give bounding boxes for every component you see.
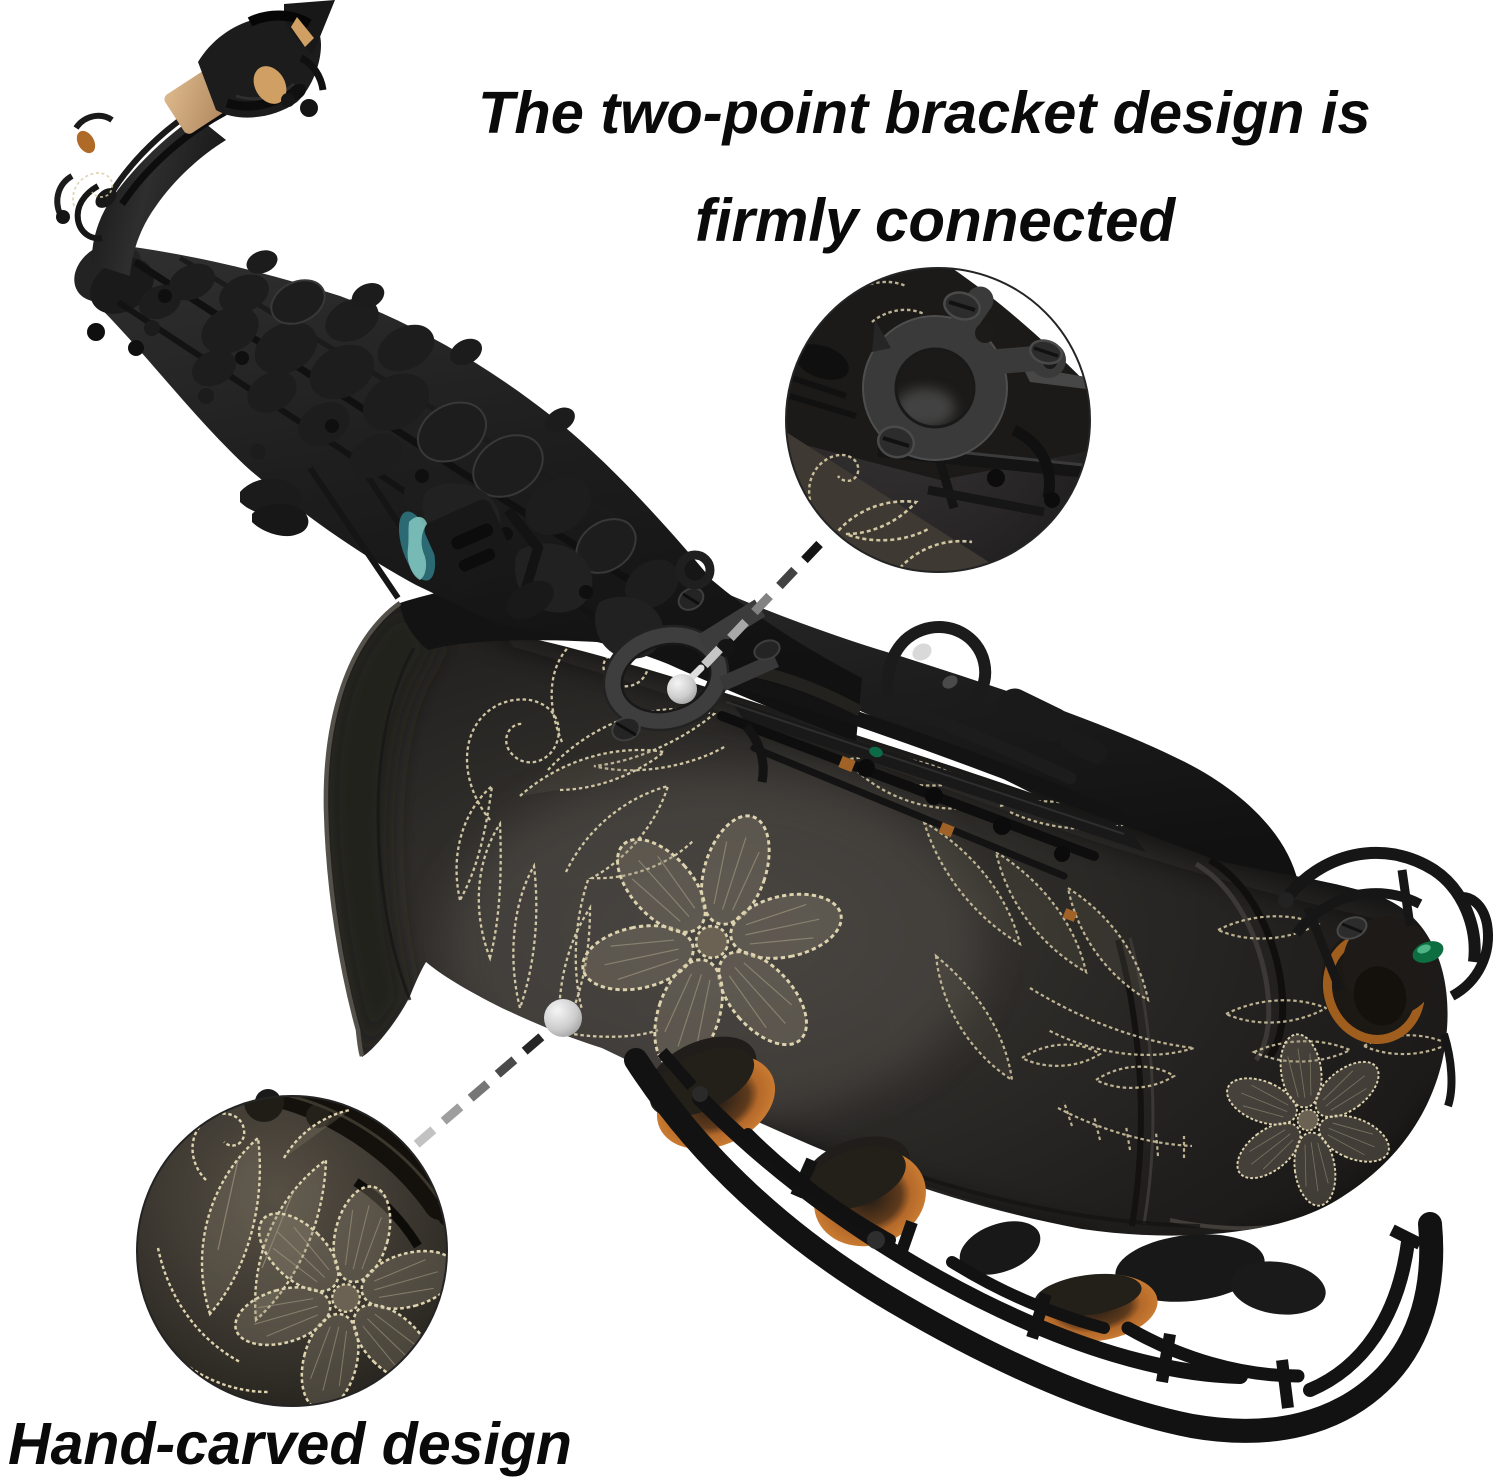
svg-text:Hand-carved design: Hand-carved design <box>8 1411 572 1477</box>
svg-text:The two-point bracket design i: The two-point bracket design is <box>478 79 1371 146</box>
svg-text:firmly connected: firmly connected <box>695 187 1176 254</box>
